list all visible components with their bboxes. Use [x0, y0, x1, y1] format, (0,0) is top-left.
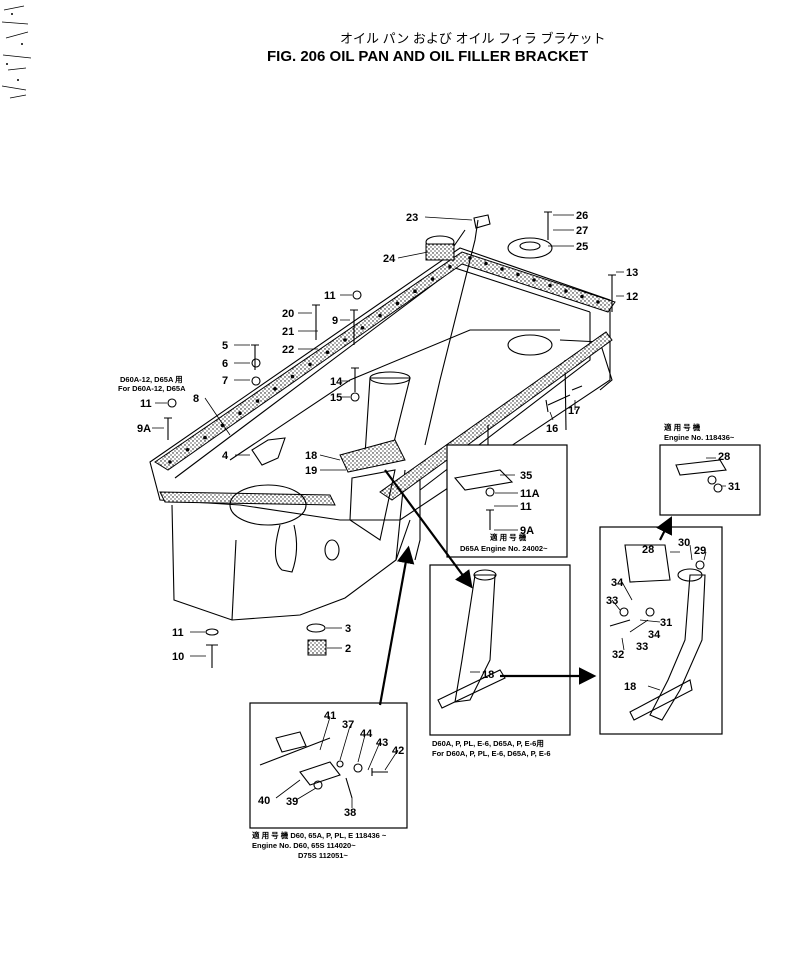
callout-24: 24: [383, 253, 396, 265]
arrow-from-bottom-box: [378, 545, 415, 706]
callout-28: 28: [642, 544, 654, 556]
bottom-bracket-parts: [259, 731, 388, 799]
callout-9: 9: [332, 315, 338, 327]
detail-box-right-bracket: [599, 526, 723, 735]
callout-2: 2: [345, 643, 351, 655]
callout-18: 18: [305, 450, 317, 462]
callout-11: 11: [520, 501, 532, 513]
note-top-right-jp: 適 用 号 機: [664, 422, 701, 432]
callout-42: 42: [392, 745, 404, 757]
callout-16: 16: [546, 423, 558, 435]
note-mid-en: For D60A, P, PL, E-6, D65A, P, E-6: [432, 749, 551, 758]
note-d65a-engine: D65A Engine No. 24002~: [460, 544, 548, 553]
callout-20: 20: [282, 308, 294, 320]
callout-11: 11: [172, 627, 184, 639]
callout-8: 8: [193, 393, 199, 405]
dipstick: [424, 219, 479, 446]
bolt-5: [251, 344, 259, 370]
callout-17: 17: [568, 405, 580, 417]
note-mid-jp: D60A, P, PL, E-6, D65A, P, E-6用: [432, 739, 544, 748]
note-d60a-12: For D60A-12, D65A: [118, 384, 186, 393]
callout-14: 14: [330, 376, 343, 388]
callout-25: 25: [576, 241, 588, 253]
callout-43: 43: [376, 737, 388, 749]
callout-38: 38: [344, 807, 356, 819]
callout-31: 31: [660, 617, 672, 629]
arrow-to-mid-box: [384, 469, 473, 589]
oil-filler-tube: [339, 371, 411, 541]
o-ring-3: [306, 623, 326, 633]
callout-34: 34: [611, 577, 624, 589]
callout-41: 41: [324, 710, 336, 722]
bolt-26: [544, 211, 552, 240]
note-bottom-jp: 適 用 号 機 D60, 65A, P, PL, E 118436 ~: [252, 830, 387, 840]
bolt-16: [545, 394, 571, 413]
callout-12: 12: [626, 291, 638, 303]
cover-plate: [507, 237, 553, 259]
callout-37: 37: [342, 719, 354, 731]
arrow-to-top-right-box: [656, 516, 672, 541]
callout-3: 3: [345, 623, 351, 635]
callout-44: 44: [360, 728, 373, 740]
callout-33: 33: [636, 641, 648, 653]
plate-opening: [507, 334, 553, 356]
callout-11: 11: [140, 398, 152, 410]
callout-28: 28: [718, 451, 730, 463]
callout-21: 21: [282, 326, 294, 338]
callout-10: 10: [172, 651, 184, 663]
callout-26: 26: [576, 210, 588, 222]
callout-5: 5: [222, 340, 228, 352]
callout-7: 7: [222, 375, 228, 387]
note-top-right-engine: Engine No. 118436~: [664, 433, 735, 442]
callout-22: 22: [282, 344, 294, 356]
bolt-9: [350, 309, 358, 345]
figure-title-japanese: オイル パン および オイル フィラ ブラケット: [340, 31, 605, 46]
gasket-8: [154, 251, 616, 506]
figure-title: FIG. 206 OIL PAN AND OIL FILLER BRACKET: [267, 48, 588, 65]
detail-box-filler-bracket: [429, 564, 571, 736]
callout-30: 30: [678, 537, 690, 549]
detail-box-engine-118436: [659, 444, 761, 516]
callout-11: 11: [324, 290, 336, 302]
callout-18: 18: [624, 681, 636, 693]
right-bracket-assembly: [609, 544, 706, 721]
bolt-10: [206, 644, 218, 668]
callout-39: 39: [286, 796, 298, 808]
callout-40: 40: [258, 795, 270, 807]
callout-9a: 9A: [520, 525, 534, 537]
callout-34: 34: [648, 629, 661, 641]
callout-32: 32: [612, 649, 624, 661]
scan-noise: [1, 5, 32, 99]
callout-6: 6: [222, 358, 228, 370]
callout-31: 31: [728, 481, 740, 493]
callout-19: 19: [305, 465, 317, 477]
callout-27: 27: [576, 225, 588, 237]
note-d60a-12-jp: D60A-12, D65A 用: [120, 375, 183, 384]
detail-box-d65a: [446, 444, 568, 558]
callout-4: 4: [222, 450, 229, 462]
callout-9a: 9A: [137, 423, 151, 435]
callout-15: 15: [330, 392, 342, 404]
drain-hose: [274, 524, 298, 573]
note-bottom-engine: Engine No. D60, 65S 114020~: [252, 841, 356, 850]
bolt-12: [608, 274, 616, 312]
callout-23: 23: [406, 212, 418, 224]
callout-29: 29: [694, 545, 706, 557]
callout-13: 13: [626, 267, 638, 279]
leader-lines: [152, 214, 726, 808]
bracket-4: [251, 437, 286, 466]
callout-35: 35: [520, 470, 532, 482]
bolt-20: [312, 304, 320, 340]
note-d65a-jp: 適 用 号 機: [490, 532, 527, 542]
callout-11a: 11A: [520, 488, 540, 500]
note-bottom-d75s: D75S 112051~: [298, 851, 348, 860]
callout-18: 18: [482, 669, 494, 681]
sump-opening: [229, 484, 307, 526]
detail-box-bottom: [249, 702, 408, 829]
drain-plug-2: [307, 639, 327, 656]
filler-bracket-tube: [437, 569, 506, 709]
callout-33: 33: [606, 595, 618, 607]
